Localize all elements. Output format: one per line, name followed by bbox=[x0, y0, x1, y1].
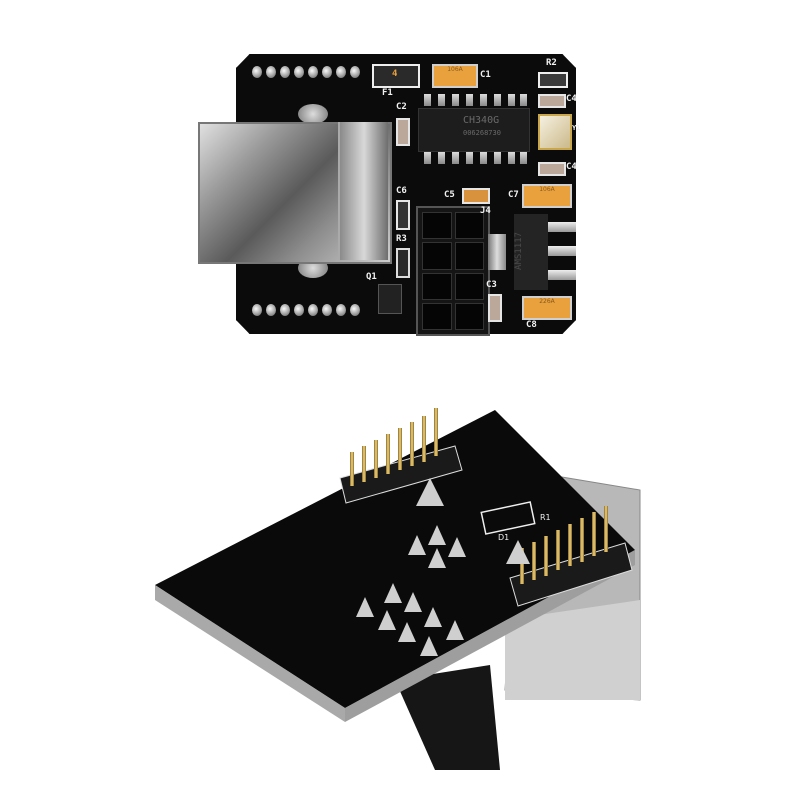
capacitor-c8: 226A bbox=[522, 296, 572, 320]
label-r2: R2 bbox=[546, 58, 557, 68]
label-j4: J4 bbox=[480, 206, 491, 216]
label-q1: Q1 bbox=[366, 272, 377, 282]
label-c6: C6 bbox=[396, 186, 407, 196]
capacitor-c2 bbox=[396, 118, 410, 146]
label-c5: C5 bbox=[444, 190, 455, 200]
regulator-ams1117: AMS1117 bbox=[514, 214, 548, 290]
crystal-y1 bbox=[538, 114, 572, 150]
label-c4-lower: C4 bbox=[566, 162, 577, 172]
label-r3: R3 bbox=[396, 234, 407, 244]
label-c2: C2 bbox=[396, 102, 407, 112]
label-c3: C3 bbox=[486, 280, 497, 290]
capacitor-c3 bbox=[488, 294, 502, 322]
capacitor-c7: 106A bbox=[522, 184, 572, 208]
svg-text:D1: D1 bbox=[498, 533, 509, 542]
resistor-r2 bbox=[538, 72, 568, 88]
label-c4-upper: C4 bbox=[566, 94, 577, 104]
bottom-pad-row bbox=[252, 304, 360, 316]
capacitor-c1: 106A bbox=[432, 64, 478, 88]
capacitor-c5 bbox=[462, 188, 490, 204]
header-socket-j4 bbox=[416, 206, 490, 336]
mount-boss-top bbox=[298, 104, 328, 124]
resistor-r3 bbox=[396, 248, 410, 278]
top-pad-row bbox=[252, 66, 360, 78]
capacitor-c6 bbox=[396, 200, 410, 230]
usb-b-connector-front bbox=[338, 122, 388, 260]
label-y1: Y1 bbox=[572, 124, 581, 132]
capacitor-c4-upper bbox=[538, 94, 566, 108]
regulator-tab bbox=[488, 234, 506, 270]
capacitor-c4-lower bbox=[538, 162, 566, 176]
transistor-q1 bbox=[378, 284, 402, 314]
fuse-f1: 4 bbox=[372, 64, 420, 88]
ch340g-chip: CH340G 006268730 bbox=[418, 108, 530, 152]
label-c1: C1 bbox=[480, 70, 491, 80]
label-c7: C7 bbox=[508, 190, 519, 200]
label-c8: C8 bbox=[526, 320, 537, 330]
svg-text:R1: R1 bbox=[540, 513, 551, 522]
label-f1: F1 bbox=[382, 88, 393, 98]
regulator-pin-3 bbox=[548, 270, 576, 280]
regulator-pin-2 bbox=[548, 246, 576, 256]
regulator-pin-1 bbox=[548, 222, 576, 232]
